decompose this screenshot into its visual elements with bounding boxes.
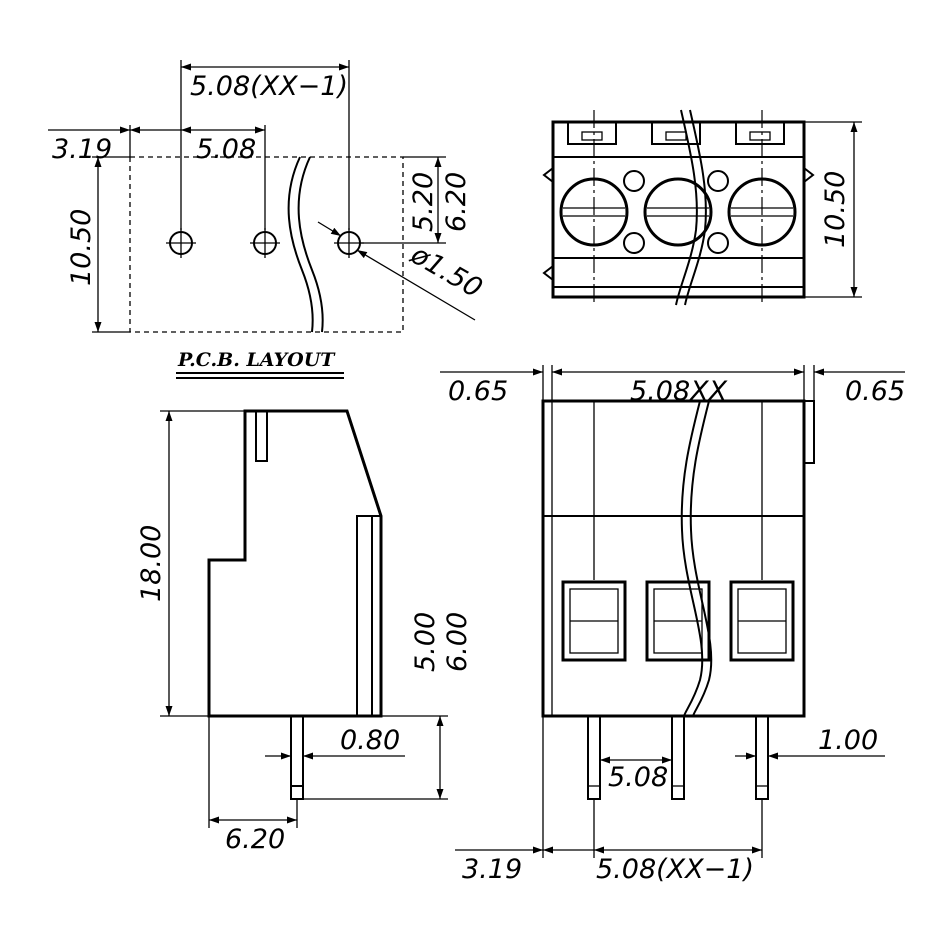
- pcb-hole-1: [166, 228, 196, 258]
- top-view-body: [551, 120, 806, 299]
- dim-width-total: 5.08XX: [630, 376, 728, 407]
- pcb-hole-2: [250, 228, 280, 258]
- pcb-layout-view: 5.08(XX−1) 3.19 5.08 10.50 5.20 6.20 ø1.…: [48, 60, 488, 379]
- screw-1: [559, 170, 645, 254]
- pcb-hole-3: [334, 228, 364, 258]
- dim-pitch-n1-top: 5.08(XX−1): [190, 71, 348, 102]
- dim-margin-right: 0.65: [845, 376, 905, 407]
- pcb-layout-title: P.C.B. LAYOUT: [177, 349, 336, 371]
- dim-offset-319-bottom: 3.19: [462, 854, 522, 885]
- dim-pin-080: 0.80: [340, 725, 400, 756]
- top-view: 10.50: [542, 109, 862, 306]
- dim-pitch-bottom: 5.08: [608, 762, 668, 793]
- side-view-body: [207, 409, 383, 718]
- dim-520: 5.20: [408, 172, 439, 232]
- pcb-outline: [129, 156, 404, 333]
- dim-pin-100: 1.00: [818, 725, 878, 756]
- dim-pitch-n1-bottom: 5.08(XX−1): [596, 854, 754, 885]
- wire-window-3: [729, 580, 795, 662]
- dim-height-1050-pcb: 10.50: [66, 209, 97, 286]
- pcb-break-line: [287, 156, 314, 333]
- pcb-break-line-2: [297, 156, 324, 333]
- dim-pin-500: 5.00: [410, 612, 441, 672]
- front-view: 0.65 5.08XX 0.65 5.08 1.00 3.19 5.08(XX−…: [440, 365, 905, 885]
- wire-window-2: [645, 580, 711, 662]
- dim-height-1050-top: 10.50: [820, 171, 851, 248]
- dim-hole-diameter: ø1.50: [405, 239, 488, 305]
- dim-margin-left: 0.65: [448, 376, 508, 407]
- dim-620: 6.20: [441, 172, 472, 232]
- front-view-body: [541, 399, 806, 718]
- dim-pitch-top: 5.08: [196, 134, 256, 165]
- dim-base-620: 6.20: [225, 824, 285, 855]
- screw-2: [643, 170, 729, 254]
- dim-offset-319-top: 3.19: [52, 134, 112, 165]
- dim-pin-600: 6.00: [442, 612, 473, 672]
- wire-window-1: [561, 580, 627, 662]
- dim-height-1800: 18.00: [136, 525, 167, 602]
- side-view: 18.00 5.00 6.00 0.80 6.20: [136, 409, 473, 855]
